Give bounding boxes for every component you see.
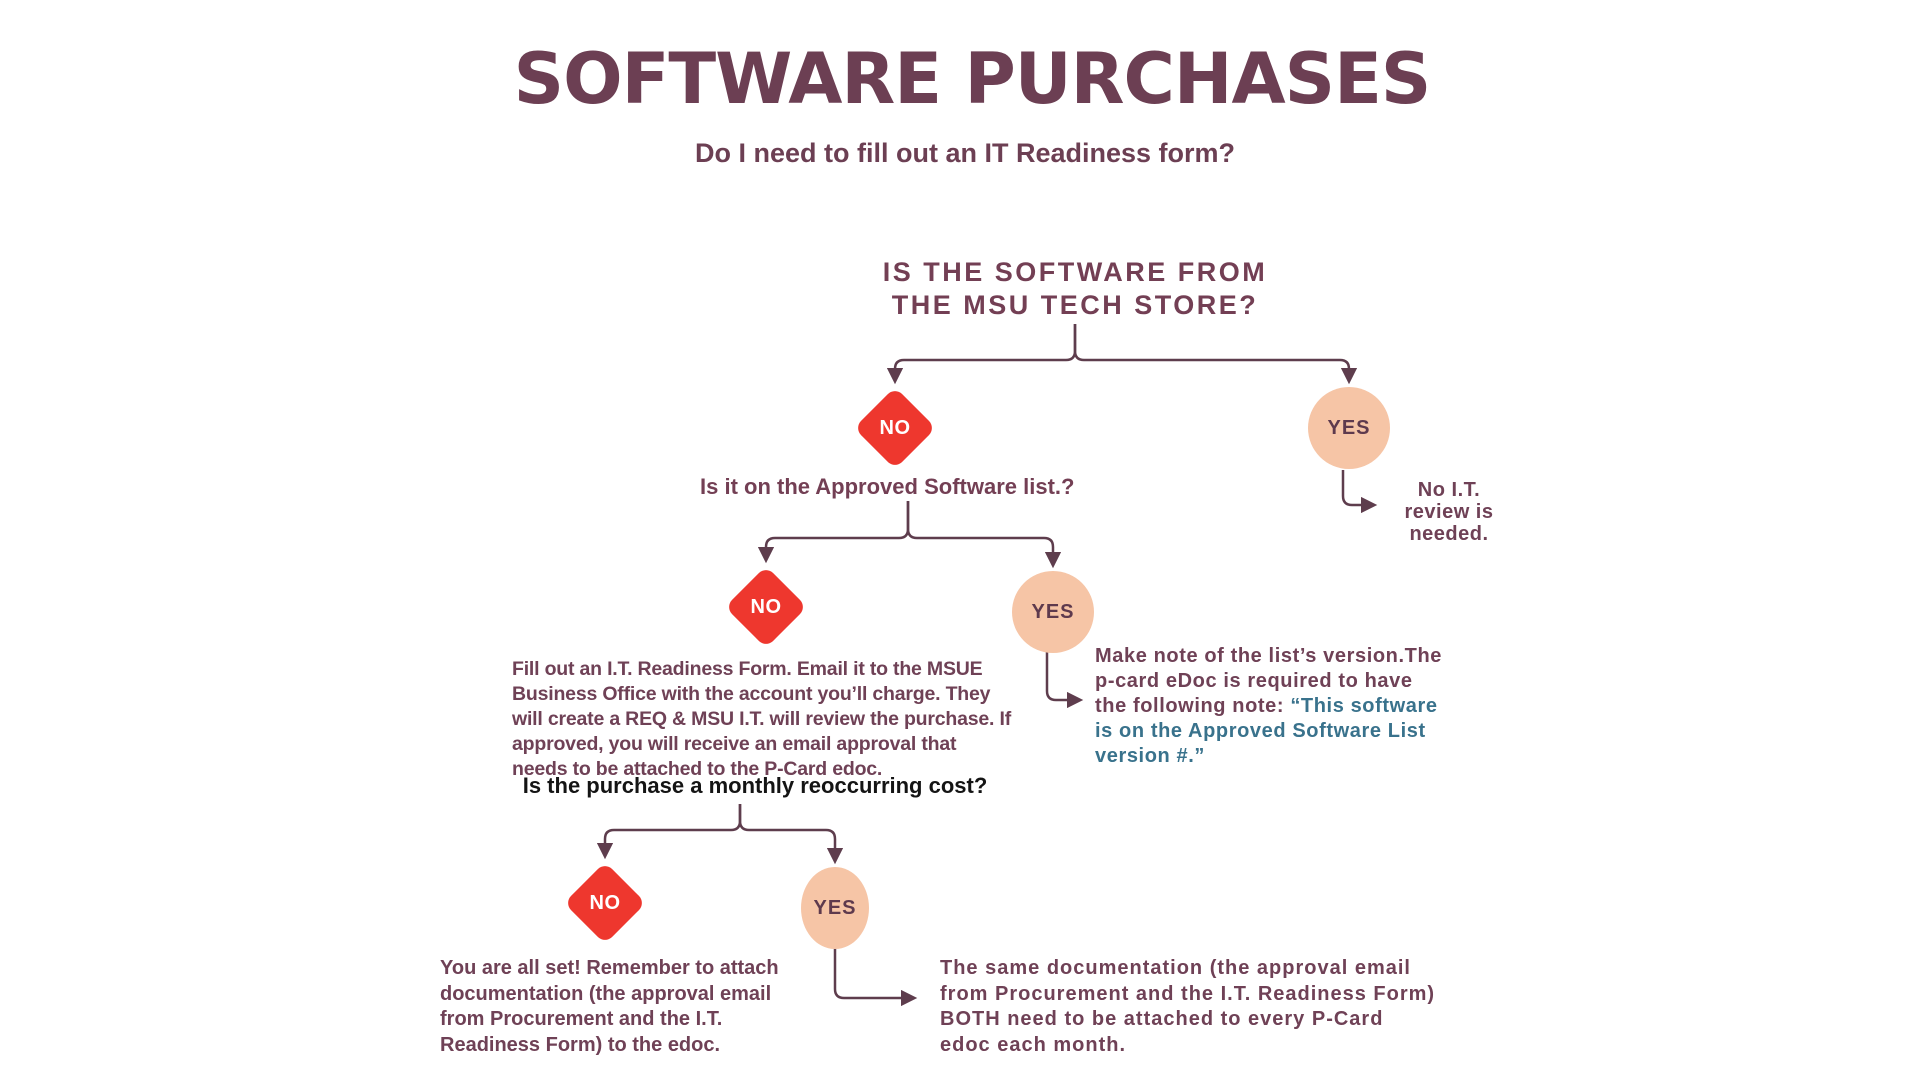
- outcome-no-it-review: No I.T. review is needed.: [1404, 479, 1494, 545]
- question-monthly-reoccurring: Is the purchase a monthly reoccurring co…: [522, 773, 988, 798]
- no-label-level3: NO: [589, 891, 621, 914]
- outcome-fill-readiness-form: Fill out an I.T. Readiness Form. Email i…: [512, 658, 1012, 780]
- question-msu-tech-store: IS THE SOFTWARE FROM THE MSU TECH STORE?: [882, 257, 1268, 320]
- page-subtitle: Do I need to fill out an IT Readiness fo…: [694, 138, 1236, 168]
- connector-yes2-to-outcome: [1045, 651, 1084, 709]
- connector-yes1-to-outcome: [1341, 470, 1378, 514]
- outcome-all-set: You are all set! Remember to attach docu…: [440, 957, 779, 1056]
- decision-node-no-level2: NO: [724, 565, 808, 649]
- connector-q1-to-yes: [1073, 324, 1358, 385]
- decision-node-yes-level2: YES: [1012, 571, 1094, 653]
- outcome-make-note: Make note of the list’s version.The p-ca…: [1095, 644, 1442, 769]
- outcome-make-note-plain: Make note of the list’s version.The p-ca…: [1095, 645, 1442, 717]
- no-label-level2: NO: [750, 595, 782, 618]
- connector-q2-to-no: [757, 501, 910, 564]
- decision-node-no-level1: NO: [853, 386, 937, 470]
- question-approved-software-list: Is it on the Approved Software list.?: [700, 474, 1075, 499]
- outcome-same-documentation: The same documentation (the approval ema…: [940, 957, 1436, 1056]
- no-label-level1: NO: [879, 416, 911, 439]
- yes-label-level1: YES: [1327, 416, 1371, 439]
- outcome-make-note-quote: “This software is on the Approved Softwa…: [1095, 695, 1438, 767]
- connector-q3-to-no: [596, 804, 742, 860]
- decision-node-yes-level3: YES: [794, 867, 876, 949]
- page-title: SOFTWARE PURCHASES: [513, 38, 1432, 120]
- decision-node-no-level3: NO: [563, 861, 647, 945]
- connector-q2-to-yes: [906, 501, 1062, 569]
- connector-q3-to-yes: [738, 804, 844, 865]
- circle-icon: [1308, 387, 1390, 469]
- decision-node-yes-level1: YES: [1308, 387, 1390, 469]
- yes-label-level3: YES: [813, 896, 857, 919]
- circle-icon: [801, 867, 869, 949]
- connector-yes3-to-outcome: [833, 948, 918, 1007]
- yes-label-level2: YES: [1031, 600, 1075, 623]
- circle-icon: [1012, 571, 1094, 653]
- connector-q1-to-no: [886, 324, 1077, 385]
